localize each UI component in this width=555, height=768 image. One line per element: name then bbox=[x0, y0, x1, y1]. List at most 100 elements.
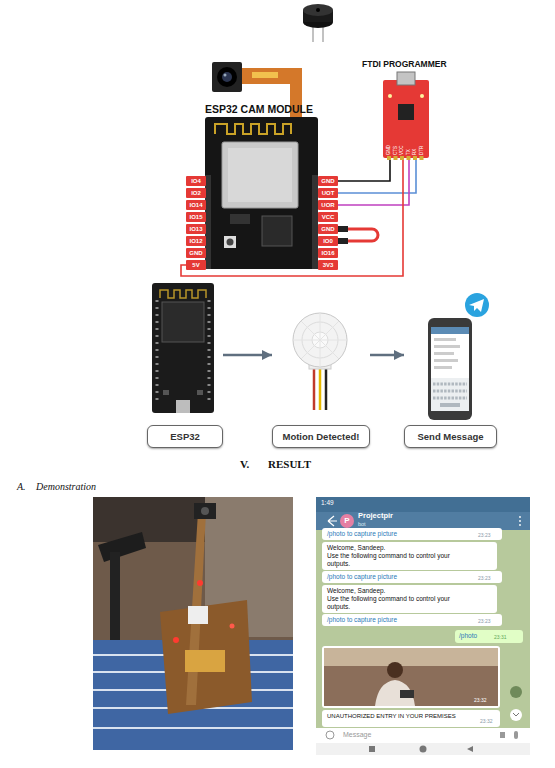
pin-tag bbox=[318, 248, 338, 258]
smartphone bbox=[431, 327, 469, 334]
chat-message: /photo to capture picture bbox=[327, 530, 397, 537]
ftdi-board bbox=[407, 156, 411, 160]
smartphone bbox=[431, 327, 469, 411]
smartphone bbox=[434, 338, 456, 341]
demo-photo bbox=[188, 606, 208, 624]
camera-lens bbox=[224, 74, 227, 77]
telegram-screenshot bbox=[328, 516, 337, 526]
telegram-screenshot bbox=[322, 614, 502, 626]
telegram-screenshot bbox=[513, 713, 519, 716]
wires bbox=[338, 160, 390, 181]
ftdi-board bbox=[413, 156, 417, 160]
smartphone bbox=[434, 352, 454, 355]
telegram-screenshot bbox=[316, 497, 530, 512]
avatar-letter: P bbox=[340, 516, 354, 526]
message-time: 23:32 bbox=[474, 698, 487, 704]
pin-label: GND bbox=[186, 248, 206, 258]
camera-ribbon bbox=[252, 72, 278, 78]
telegram-screenshot bbox=[324, 648, 498, 666]
camera-lens bbox=[222, 72, 232, 82]
esp32-devkit-board bbox=[208, 300, 211, 400]
esp32-cam-board bbox=[224, 236, 236, 248]
telegram-screenshot bbox=[420, 746, 427, 753]
pir-sensor bbox=[293, 313, 347, 367]
demo-photo bbox=[197, 580, 203, 586]
smartphone bbox=[434, 366, 452, 369]
pin-label: GND bbox=[318, 224, 338, 234]
pin-label: VCC bbox=[318, 212, 338, 222]
telegram-screenshot bbox=[467, 746, 473, 752]
buzzer-icon bbox=[316, 8, 320, 12]
esp32-cam-board bbox=[312, 175, 318, 269]
step-label: ESP32 bbox=[147, 425, 223, 448]
telegram-screenshot bbox=[322, 710, 500, 727]
process-step: Send Message bbox=[404, 283, 497, 448]
chat-message: Welcome, Sandeep. bbox=[327, 544, 385, 551]
demo-photo bbox=[93, 497, 293, 750]
pin-label: UOR bbox=[318, 200, 338, 210]
pin-label: IO4 bbox=[186, 176, 206, 186]
esp32-cam-board bbox=[227, 239, 234, 246]
section-heading: RESULT bbox=[268, 458, 311, 471]
ftdi-board bbox=[397, 72, 415, 85]
message-time: 23:31 bbox=[494, 635, 507, 641]
pin-label: 3V3 bbox=[318, 260, 338, 270]
telegram-screenshot bbox=[510, 686, 522, 698]
ftdi-board bbox=[394, 156, 398, 160]
esp32-devkit-board bbox=[160, 290, 206, 298]
esp32-cam-board bbox=[228, 148, 292, 202]
telegram-screenshot bbox=[316, 728, 530, 743]
input-placeholder: Message bbox=[343, 731, 371, 739]
buzzer-icon bbox=[303, 4, 333, 42]
pin-tag bbox=[186, 260, 206, 270]
esp32-cam-board bbox=[222, 142, 298, 208]
telegram-screenshot bbox=[326, 731, 334, 739]
message-time: 23:23 bbox=[478, 533, 491, 539]
smartphone bbox=[431, 378, 469, 411]
demo-photo bbox=[93, 497, 293, 750]
camera-lens bbox=[212, 62, 242, 92]
camera-lens bbox=[212, 62, 242, 92]
telegram-screenshot bbox=[322, 571, 502, 583]
telegram-screenshot bbox=[514, 731, 518, 739]
pin-label: IO0 bbox=[318, 236, 338, 246]
ftdi-board bbox=[400, 156, 404, 160]
ftdi-board bbox=[383, 72, 429, 160]
chat-message: /photo bbox=[459, 632, 477, 639]
telegram-screenshot bbox=[322, 542, 497, 570]
wires bbox=[346, 229, 378, 241]
pin-label: IO13 bbox=[186, 224, 206, 234]
telegram-screenshot bbox=[322, 528, 502, 540]
wires bbox=[338, 160, 416, 193]
telegram-screenshot bbox=[322, 585, 497, 613]
flow-arrow bbox=[223, 354, 272, 357]
pin-tag bbox=[186, 248, 206, 258]
subsection-number: A. bbox=[17, 481, 26, 493]
demo-photo bbox=[201, 507, 209, 515]
pir-sensor bbox=[325, 366, 328, 410]
smartphone bbox=[428, 318, 472, 420]
pin-label: TX bbox=[406, 149, 411, 155]
telegram-screenshot bbox=[316, 497, 530, 755]
telegram-screenshot bbox=[455, 630, 523, 643]
demo-photo bbox=[173, 637, 179, 643]
telegram-screenshot bbox=[387, 662, 403, 678]
telegram-icon bbox=[465, 293, 489, 317]
pin-label: RX bbox=[412, 149, 417, 155]
telegram-icon bbox=[469, 299, 484, 312]
esp32-devkit-board bbox=[152, 283, 214, 413]
smartphone bbox=[433, 397, 467, 400]
esp32-cam-board bbox=[205, 117, 318, 269]
esp32-cam-board bbox=[205, 117, 318, 269]
esp32-devkit-board bbox=[163, 390, 169, 395]
telegram-screenshot bbox=[322, 646, 500, 708]
telegram-screenshot bbox=[510, 709, 522, 721]
chat-name: Projectpir bbox=[358, 512, 393, 521]
telegram-screenshot bbox=[519, 524, 521, 526]
ftdi-board bbox=[420, 94, 424, 98]
pin-label: CTS bbox=[393, 146, 398, 155]
ftdi-board bbox=[383, 80, 429, 158]
telegram-screenshot bbox=[375, 680, 415, 706]
